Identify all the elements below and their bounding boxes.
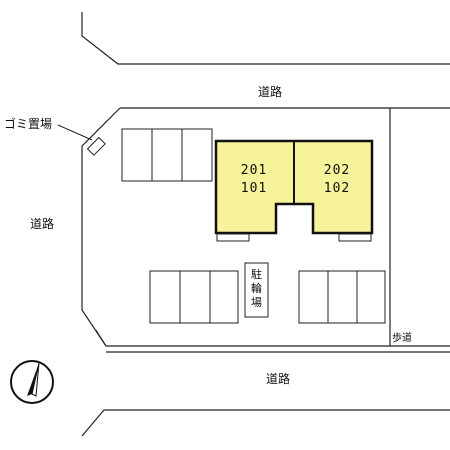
garbage-area-box	[86, 136, 106, 156]
entrance-step	[216, 233, 250, 242]
unit-number-upper: 202	[323, 163, 351, 178]
west-road-label: 道路	[30, 217, 55, 231]
parking-space	[327, 270, 358, 324]
sidewalk-edge	[95, 329, 107, 347]
parking-space	[181, 128, 213, 182]
unit-number-lower: 101	[240, 181, 268, 196]
south-road-label: 道路	[266, 372, 291, 386]
garbage-leader-line	[57, 124, 93, 141]
unit-label-left: 201 101	[226, 162, 282, 198]
bicycle-parking-box	[244, 262, 269, 318]
parking-row-top	[121, 128, 213, 182]
bicycle-parking-char: 輪	[251, 282, 262, 295]
parking-space	[298, 270, 329, 324]
unit-number-upper: 201	[240, 163, 268, 178]
north-road-curb	[81, 12, 450, 65]
bicycle-parking-char: 場	[251, 296, 262, 309]
garbage-area-label: ゴミ置場	[4, 117, 53, 131]
parking-space	[209, 270, 239, 324]
parking-row-bottom-left	[149, 270, 239, 324]
north-arrow-icon	[10, 360, 54, 404]
unit-label-right: 202 102	[309, 162, 365, 198]
entrance-step	[338, 233, 372, 242]
north-road-label: 道路	[258, 85, 283, 99]
parking-space	[149, 270, 181, 324]
parking-space	[356, 270, 386, 324]
south-road-curb	[81, 409, 450, 437]
parking-space	[151, 128, 183, 182]
parking-space	[121, 128, 153, 182]
bicycle-parking-char: 駐	[251, 268, 262, 281]
bicycle-parking-label: 駐 輪 場	[245, 268, 268, 310]
parking-row-bottom-right	[298, 270, 386, 324]
unit-number-lower: 102	[323, 181, 351, 196]
property-boundary	[81, 107, 450, 347]
sidewalk-label: 歩道	[392, 333, 412, 344]
parking-space	[179, 270, 211, 324]
